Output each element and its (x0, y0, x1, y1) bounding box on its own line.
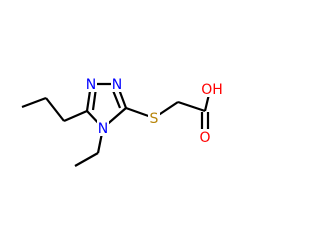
atom-oh: OH (201, 81, 223, 98)
bond-propyl-2 (45, 97, 65, 122)
atom-n2: N (111, 76, 123, 93)
atom-n4-label: N (98, 121, 108, 137)
bond-ethyl-2 (74, 152, 99, 167)
atom-s: S (148, 110, 160, 127)
atom-n1-label: N (86, 77, 96, 93)
structure-diagram: N N N S OH O (21, 76, 223, 167)
atom-n4: N (97, 120, 109, 137)
atom-s-label: S (150, 111, 159, 127)
bond-ch2-cooh (177, 100, 206, 113)
bond-propyl-1 (21, 96, 47, 109)
atom-o: O (199, 129, 211, 146)
atom-oh-label: OH (201, 82, 223, 98)
atom-o-label: O (199, 130, 210, 146)
atom-n2-label: N (112, 77, 122, 93)
atom-n1: N (85, 76, 97, 93)
bond-propyl-3 (63, 109, 88, 123)
